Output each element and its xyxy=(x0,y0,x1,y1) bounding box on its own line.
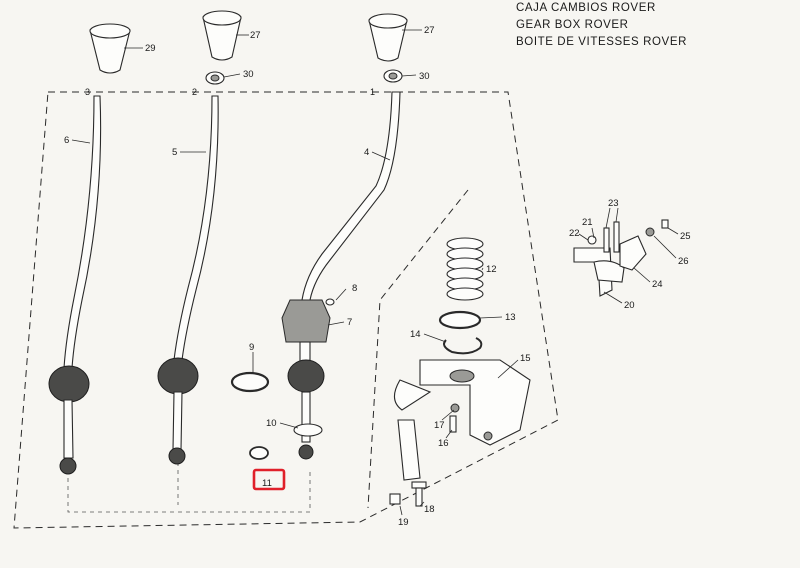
nut-17 xyxy=(450,403,460,413)
bracket-15 xyxy=(393,359,531,446)
position-label-3: 3 xyxy=(85,87,90,97)
screw-16 xyxy=(449,415,457,433)
callout-18: 18 xyxy=(424,504,435,515)
nut-30-b xyxy=(383,69,403,83)
callout-20: 20 xyxy=(624,300,635,311)
highlight-box xyxy=(252,468,286,491)
callout-29: 29 xyxy=(145,43,156,54)
inner-boundary xyxy=(367,189,469,509)
callout-27-a: 27 xyxy=(250,30,261,41)
ring-9 xyxy=(230,371,270,393)
knob-27-a xyxy=(202,10,242,61)
callout-22: 22 xyxy=(569,228,580,239)
callout-9: 9 xyxy=(249,342,254,353)
knob-29 xyxy=(89,23,131,74)
nut-30-a xyxy=(205,71,225,85)
lever-4 xyxy=(281,91,401,460)
callout-16: 16 xyxy=(438,438,449,449)
strap xyxy=(397,419,421,481)
position-label-2: 2 xyxy=(192,87,197,97)
callout-10: 10 xyxy=(266,418,277,429)
callout-12: 12 xyxy=(486,264,497,275)
callout-5: 5 xyxy=(172,147,177,158)
callout-24: 24 xyxy=(652,279,663,290)
sub-assembly-20-26 xyxy=(573,219,669,297)
callout-19: 19 xyxy=(398,517,409,528)
title-line-en: GEAR BOX ROVER xyxy=(516,19,629,31)
circlip-14 xyxy=(443,337,483,355)
lever-6 xyxy=(48,95,102,475)
ring-13 xyxy=(438,310,482,330)
knob-27-b xyxy=(368,13,408,62)
callout-21: 21 xyxy=(582,217,593,228)
callout-11: 11 xyxy=(262,478,272,489)
position-label-1: 1 xyxy=(370,87,375,97)
callout-4: 4 xyxy=(364,147,369,158)
callout-15: 15 xyxy=(520,353,531,364)
callout-14: 14 xyxy=(410,329,421,340)
callout-6: 6 xyxy=(64,135,69,146)
pin-8 xyxy=(325,298,335,306)
lever-5 xyxy=(157,95,219,465)
callout-8: 8 xyxy=(352,283,357,294)
callout-30-a: 30 xyxy=(243,69,254,80)
spring-12 xyxy=(446,237,484,301)
callout-30-b: 30 xyxy=(419,71,430,82)
callout-27-b: 27 xyxy=(424,25,435,36)
nut-19 xyxy=(389,493,401,505)
washer-11 xyxy=(249,446,269,460)
screw-18 xyxy=(411,481,427,507)
assembly-boundary xyxy=(13,91,559,529)
lever-guide-line xyxy=(67,470,311,513)
title-line-es: CAJA CAMBIOS ROVER xyxy=(516,2,656,14)
callout-13: 13 xyxy=(505,312,516,323)
callout-17: 17 xyxy=(434,420,445,431)
callout-23: 23 xyxy=(608,198,619,209)
title-line-fr: BOITE DE VITESSES ROVER xyxy=(516,36,688,48)
callout-26: 26 xyxy=(678,256,689,267)
callout-25: 25 xyxy=(680,231,691,242)
callout-7: 7 xyxy=(347,317,352,328)
leader-lines xyxy=(71,29,679,516)
